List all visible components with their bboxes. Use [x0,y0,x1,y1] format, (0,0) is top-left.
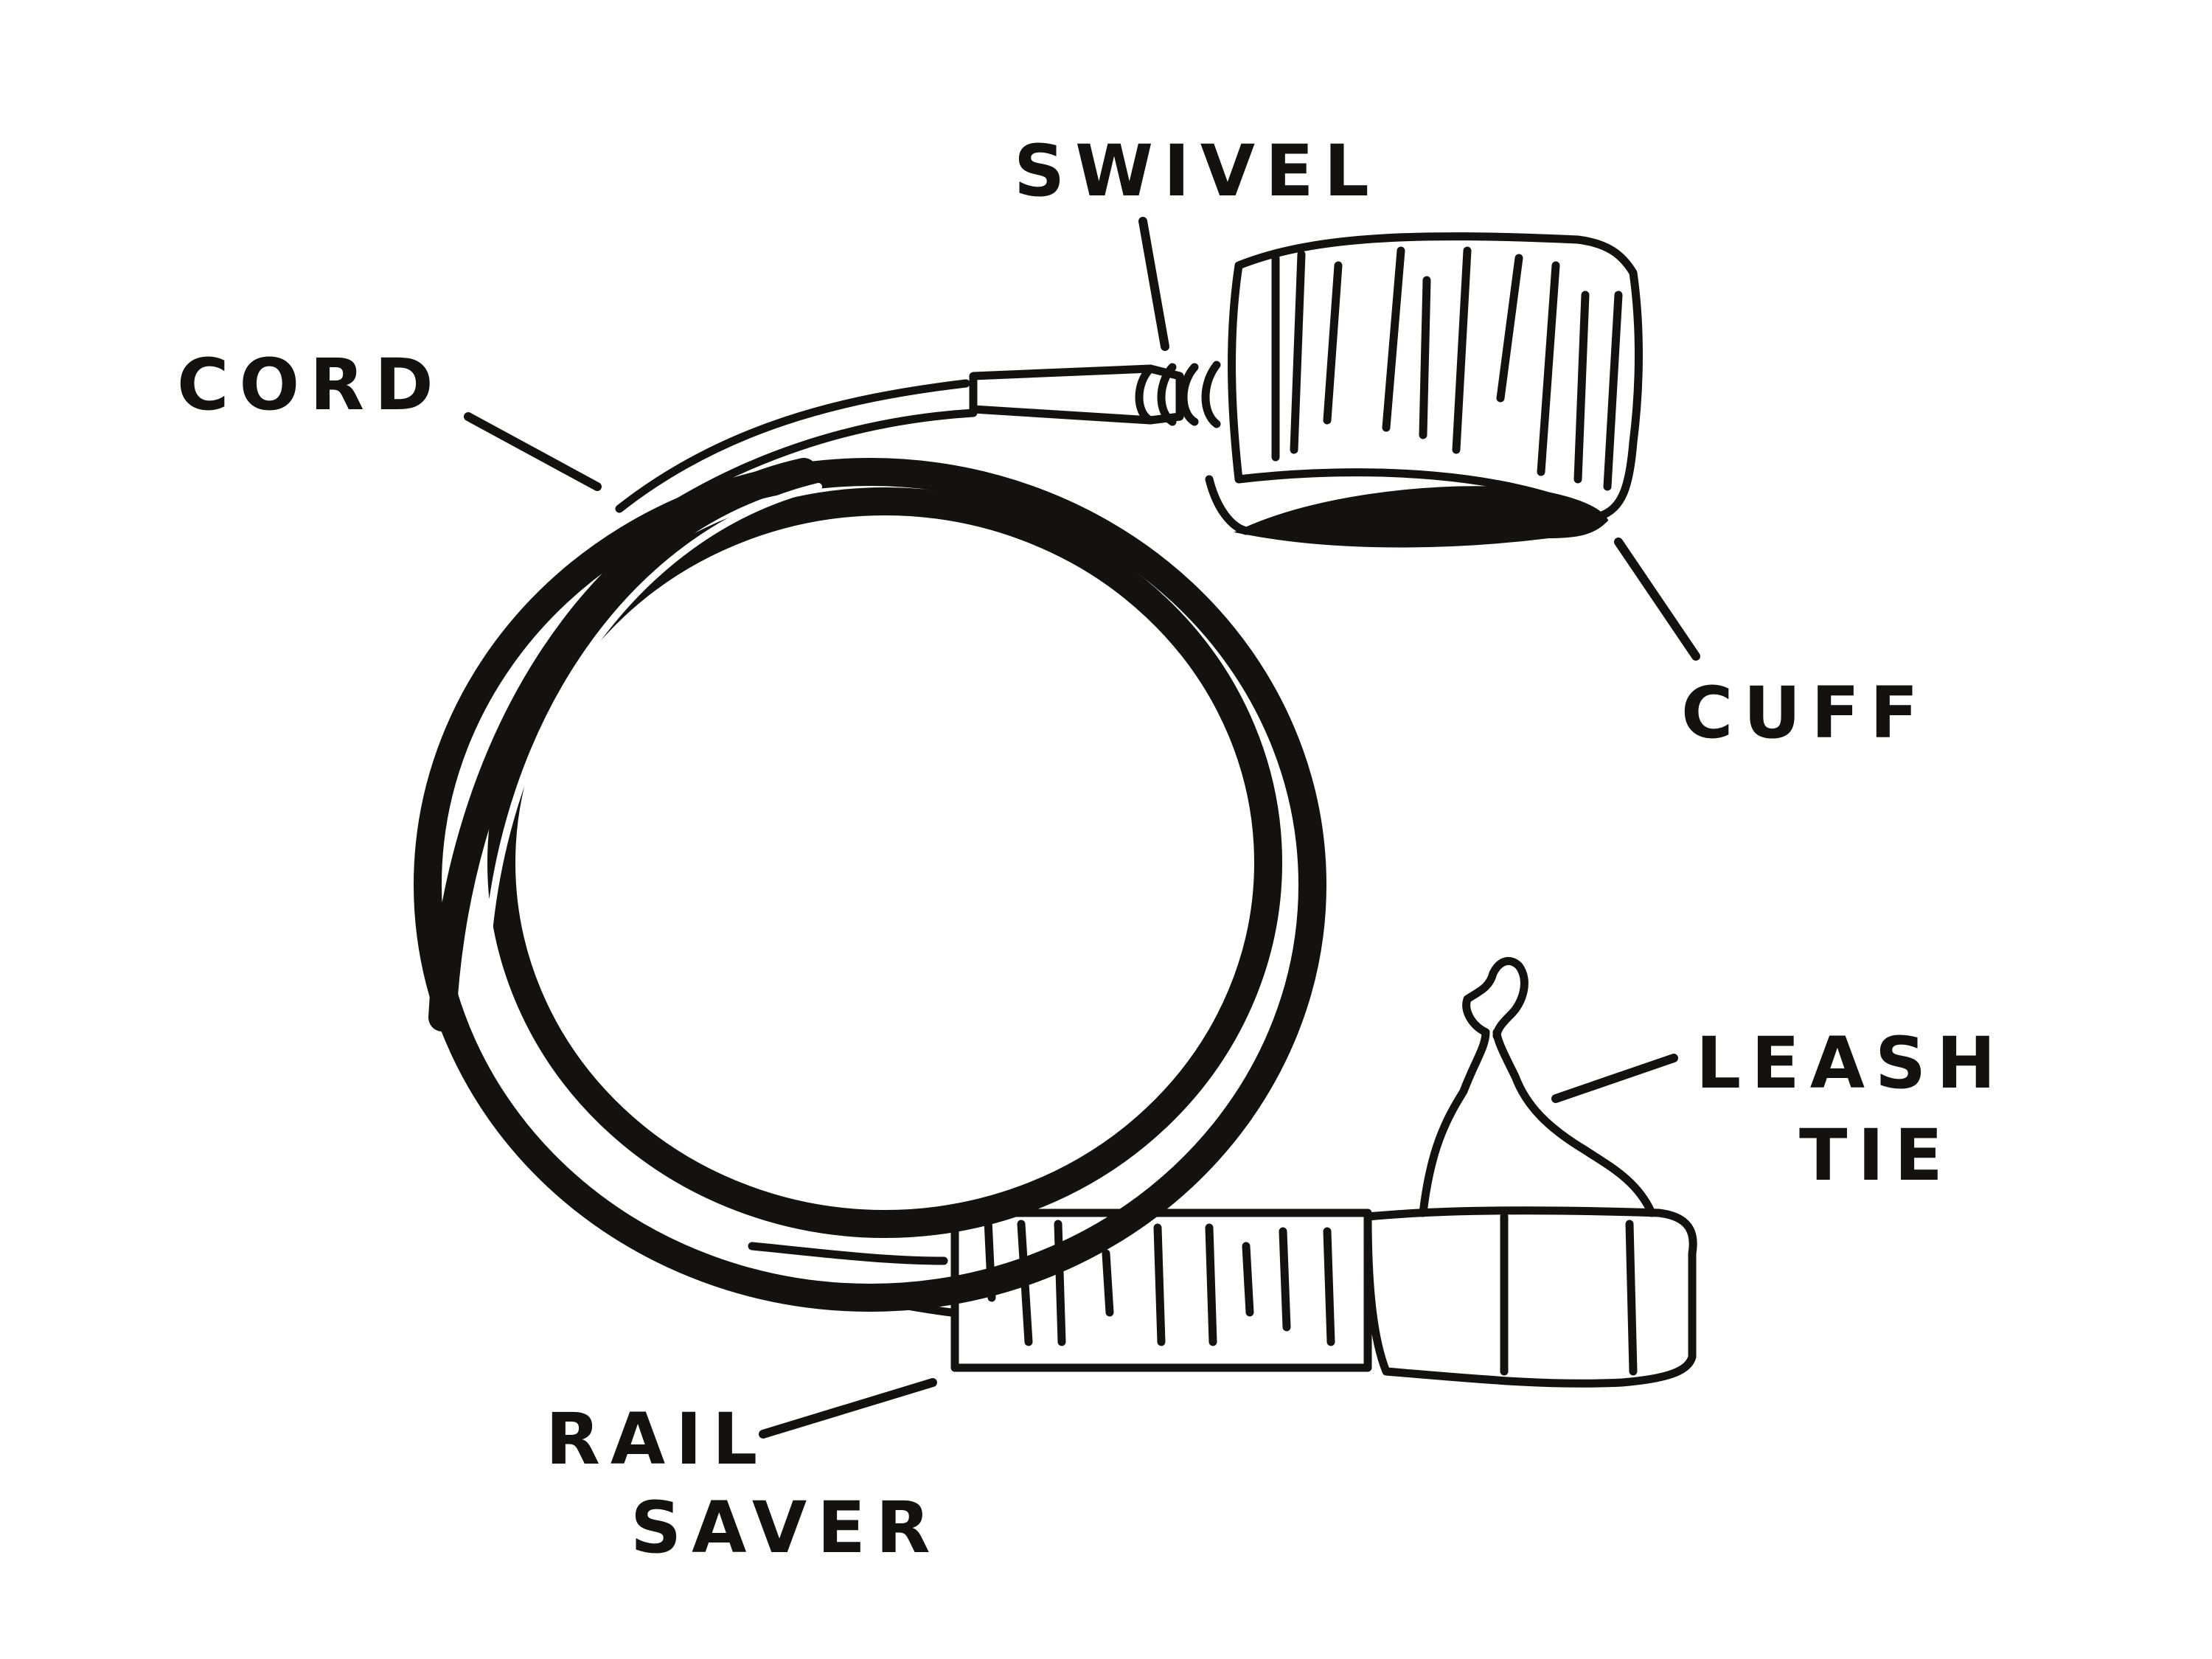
label-tie: TIE [1799,1114,1953,1197]
label-rail: RAIL [546,1398,768,1481]
leader-cord [464,412,602,491]
label-cuff: CUFF [1681,672,1929,754]
cord-upper-tail-lower-edge [630,408,978,535]
cord-upper-tail [615,379,970,513]
labels: SWIVEL CORD CUFF LEASH TIE RAIL SAVER [177,130,2006,1569]
label-swivel: SWIVEL [1014,130,1380,212]
leader-rail-saver [759,1378,937,1439]
cord-overlap-gap [483,483,822,962]
cord-lower-tail [748,1242,948,1265]
cuff-rim [1205,475,1251,535]
swivel-ring-4 [1201,361,1221,428]
leash-tie-string-right [1492,1028,1656,1217]
leader-leash-tie [1551,1054,1678,1103]
leader-cuff [1614,538,1700,661]
cuff-stitch-lines [1271,246,1623,491]
rail-saver-stitch-lines [984,1212,1638,1376]
rail-saver-velcro-tab [1363,1206,1697,1388]
leash-tie-string [1419,1028,1490,1217]
cord-coil [414,379,1326,1317]
swivel-ring-1 [1135,364,1155,425]
swivel-ring-2 [1157,363,1177,426]
cuff-outline [1228,232,1643,521]
cord-crossing-strand [428,458,818,1032]
cuff-opening [1234,486,1609,548]
leash-tie-knot [1462,957,1528,1040]
cord-lower-tail-edge [755,1271,956,1317]
leader-swivel [1138,217,1169,351]
cuff [1205,232,1643,548]
leader-lines [464,217,1700,1439]
leash-tie [1419,957,1656,1217]
rail-saver [950,1206,1697,1388]
swivel-ring-3 [1179,363,1199,426]
label-saver: SAVER [630,1486,941,1569]
label-leash: LEASH [1696,1022,2006,1105]
label-cord: CORD [177,344,444,426]
cord-outer-loop [414,458,1326,1312]
swivel [969,361,1221,428]
